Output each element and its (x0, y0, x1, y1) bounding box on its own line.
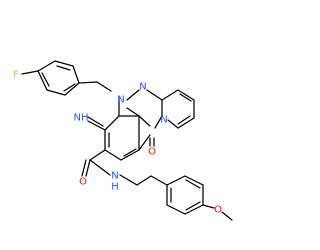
atom-labels: F N N N NH O O N H O (13, 70, 222, 216)
bond (202, 204, 215, 209)
bonds (21, 60, 233, 221)
bond (184, 175, 204, 186)
atom-label-oxygen: O (148, 147, 156, 158)
bond (154, 115, 163, 129)
atom-label-imine: NH (74, 113, 89, 124)
bond (221, 211, 233, 221)
atom-label-fluorine: F (13, 70, 19, 81)
molecule-structure: F N N N NH O O N H O (13, 60, 233, 221)
bond (146, 89, 163, 101)
bond (104, 149, 122, 161)
bond (63, 83, 76, 92)
bond (126, 107, 140, 117)
bond (37, 70, 48, 91)
bond (166, 204, 186, 215)
bond (85, 159, 91, 177)
bond (138, 115, 151, 127)
bond (177, 115, 191, 125)
bond (123, 148, 137, 157)
atom-label-nitrogen: N (139, 82, 146, 93)
atom-label-nitrogen: N (160, 115, 167, 126)
bond (54, 60, 74, 67)
bond (87, 116, 104, 127)
bond (96, 81, 112, 92)
atom-label-oxygen: O (79, 177, 87, 188)
bond (89, 149, 106, 161)
bond (21, 70, 39, 75)
bond (150, 175, 168, 186)
bond (177, 117, 195, 129)
atom-label-nitrogen: N (117, 95, 124, 106)
bond (161, 89, 179, 101)
bond (87, 120, 106, 131)
bond (177, 89, 195, 101)
atom-label-oxygen: O (214, 205, 222, 216)
bond (46, 89, 66, 96)
bond (72, 65, 80, 84)
bond (41, 72, 50, 87)
bond (56, 65, 71, 71)
atom-label-amide-nitrogen: N (111, 171, 118, 182)
bond (179, 93, 192, 102)
bond (119, 174, 138, 186)
bond (167, 119, 179, 129)
structure-canvas: F N N N NH O O N H O (13, 60, 233, 221)
bond (78, 81, 98, 84)
bond (138, 134, 151, 151)
bond (136, 175, 152, 186)
bond (185, 201, 201, 211)
bond (81, 159, 87, 177)
atom-label-amide-hydrogen: H (111, 182, 119, 193)
bond (104, 115, 120, 131)
bond (37, 60, 56, 72)
bond (184, 204, 204, 215)
bond (126, 89, 140, 101)
bond (166, 175, 186, 186)
bond (120, 149, 140, 161)
bond (89, 159, 111, 176)
bond (64, 82, 80, 96)
bond (185, 179, 201, 189)
